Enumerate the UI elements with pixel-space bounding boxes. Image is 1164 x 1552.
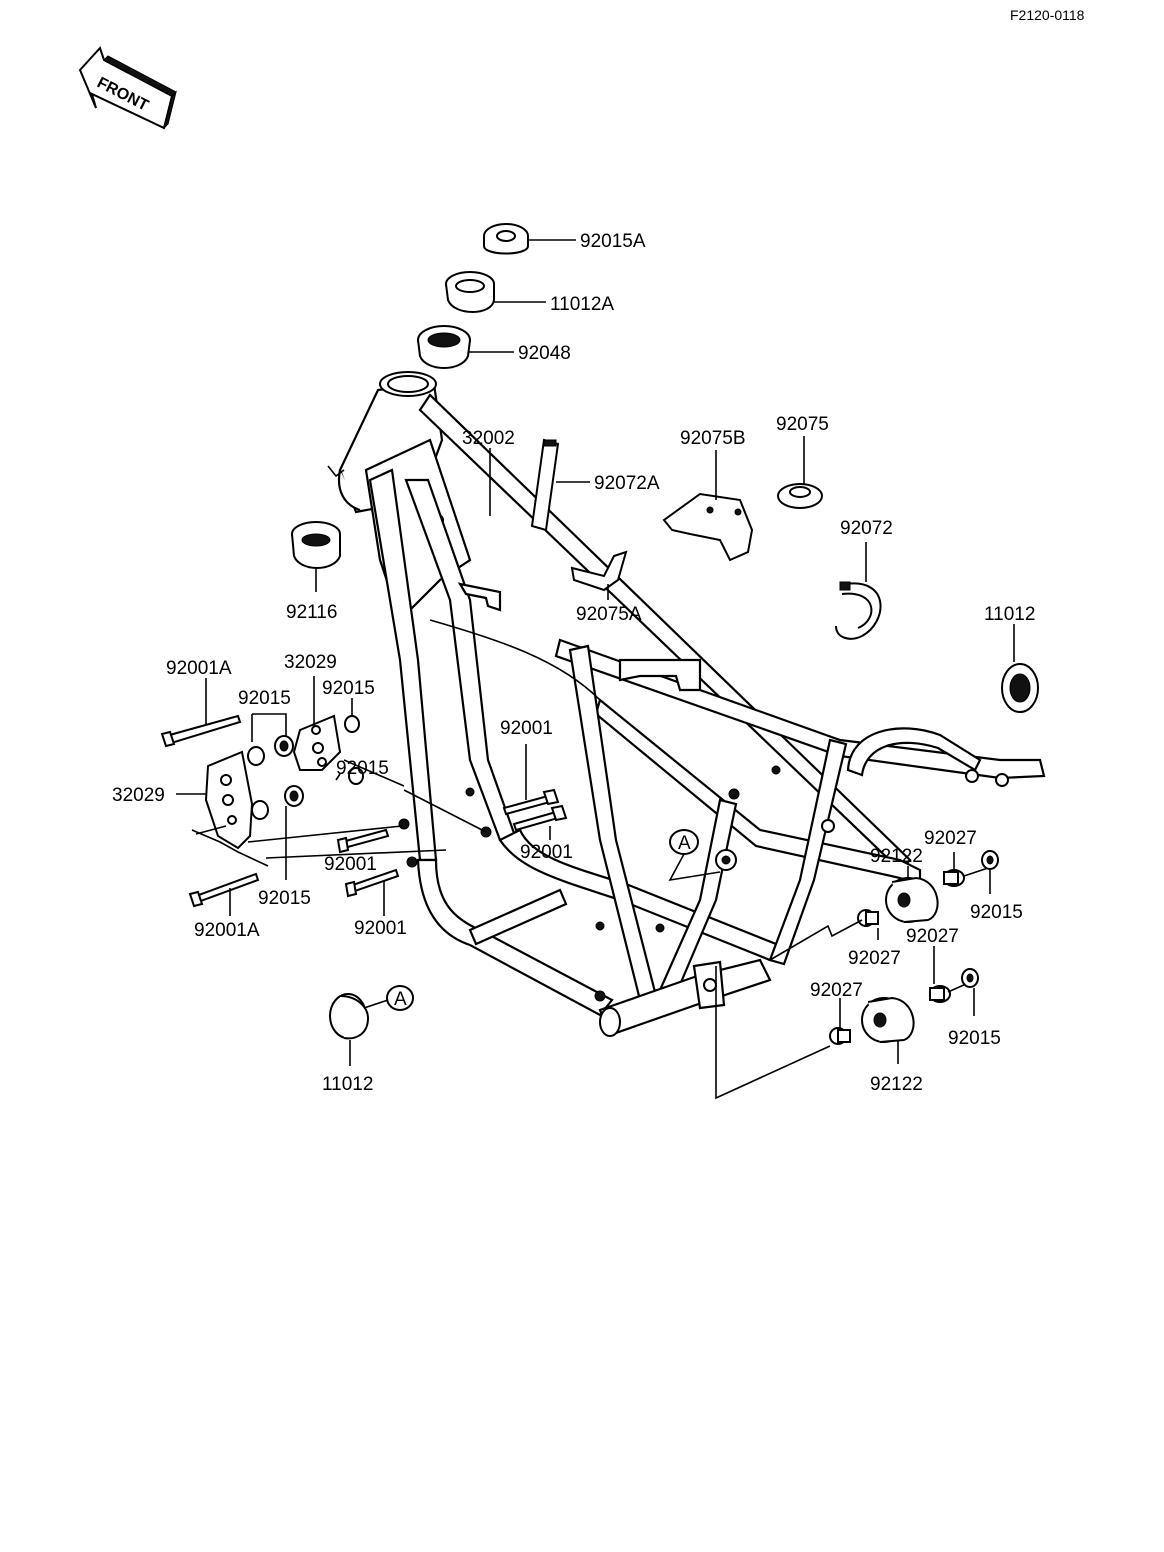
cover-92075B [662,492,754,562]
marker-a-frame: A [669,829,699,855]
svg-text:A: A [394,989,407,1010]
collar-92027-b [857,909,879,927]
collar-92027-a [943,869,965,887]
label-92015-c: 92015 [336,758,389,779]
label-92075A: 92075A [576,604,642,625]
grommet-92075 [777,483,823,509]
label-92015-a: 92015 [238,688,291,709]
seal-92116 [291,521,341,569]
label-11012-right: 11012 [984,604,1035,625]
label-92015-e: 92015 [970,902,1023,923]
band-92072 [835,581,882,640]
nut-92015A [483,223,529,255]
label-92001-a: 92001 [500,718,553,739]
bracket-32029-left [204,750,254,850]
label-92027-d: 92027 [810,980,863,1001]
diagram-reference-code: F2120-0118 [1010,7,1085,23]
label-32029-top: 32029 [284,652,337,673]
label-92015-f: 92015 [948,1028,1001,1049]
damper-92122-lower [861,996,915,1043]
label-92122-b: 92122 [870,1074,923,1095]
bolts-92001-left [336,828,400,898]
label-92075B: 92075B [680,428,746,449]
label-92001-c: 92001 [520,842,573,863]
label-92048: 92048 [518,343,571,364]
label-92075: 92075 [776,414,829,435]
label-92116: 92116 [286,602,337,623]
collar-92027-d [829,1027,851,1045]
label-92122-a: 92122 [870,846,923,867]
front-direction-arrow-icon: FRONT [78,46,177,130]
bearing-11012A [445,271,495,313]
svg-text:A: A [678,833,691,854]
label-11012A: 11012A [550,294,614,315]
label-92027-a: 92027 [924,828,977,849]
bolts-92001-center [502,788,568,832]
cap-11012-bottom [329,993,370,1040]
label-92001-d: 92001 [354,918,407,939]
label-92027-c: 92027 [906,926,959,947]
label-92001A-bottom: 92001A [194,920,260,941]
damper-92122-upper [885,876,939,923]
bracket-32029-right [292,714,342,771]
label-32029-left: 32029 [112,785,165,806]
seal-92048 [417,325,471,369]
seal-11012-right [1001,663,1039,713]
label-92015-b: 92015 [322,678,375,699]
strap-92072A [530,438,560,532]
nut-92015-f [961,968,979,988]
label-32002: 32002 [462,428,515,449]
nut-92015-e [981,850,999,870]
label-92027-b: 92027 [848,948,901,969]
nuts-92015-group [247,715,364,820]
label-92001A-top: 92001A [166,658,232,679]
label-92072A: 92072A [594,473,660,494]
label-92001-b: 92001 [324,854,377,875]
bolt-92001A-top [160,714,242,748]
collar-92027-c [929,985,951,1003]
bolt-92001A-bottom [188,872,260,908]
marker-a-cap: A [386,985,414,1011]
label-92015A: 92015A [580,231,646,252]
label-92015-d: 92015 [258,888,311,909]
label-92072: 92072 [840,518,893,539]
label-11012-bottom: 11012 [322,1074,373,1095]
cover-92075A [570,550,628,592]
